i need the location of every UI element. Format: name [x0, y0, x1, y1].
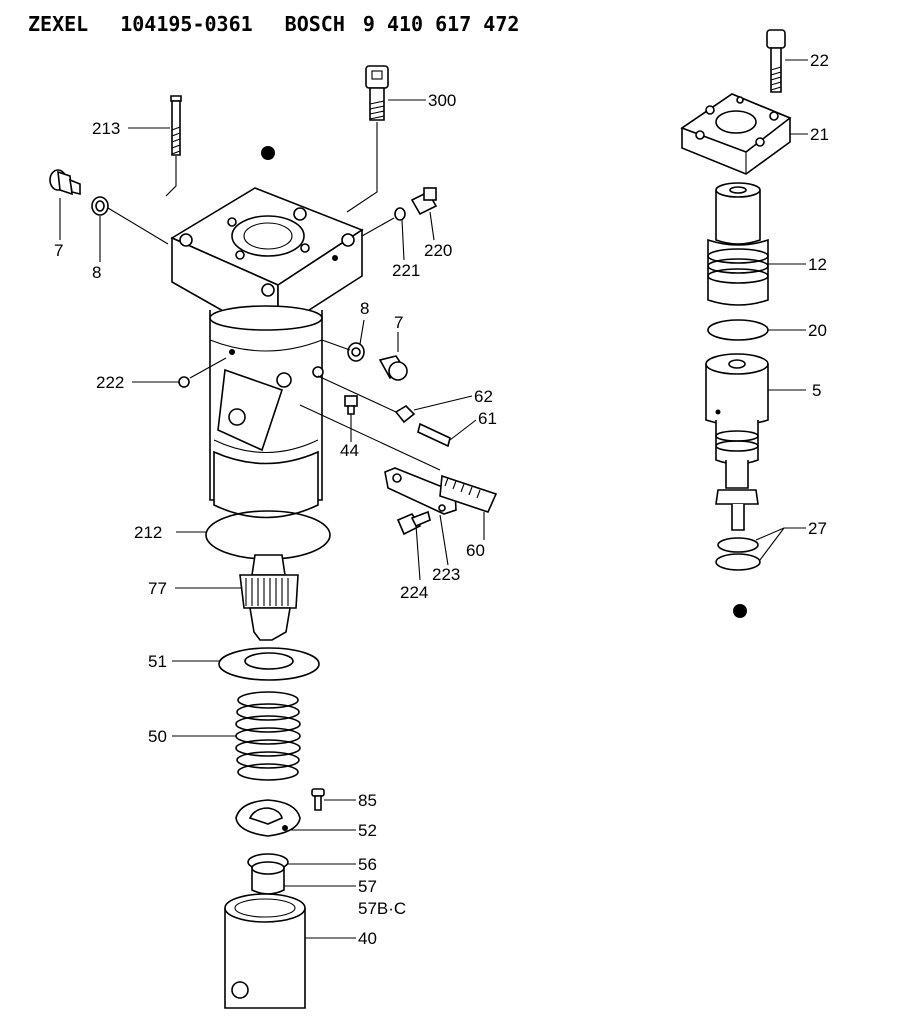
tappet-40 — [224, 893, 306, 1009]
spring-seat-51 — [218, 647, 320, 681]
adjusting-piece-57 — [251, 861, 285, 895]
callout-leaders — [59, 59, 808, 939]
label-12: 12 — [808, 255, 827, 274]
label-220: 220 — [424, 241, 452, 260]
pin-44 — [344, 395, 358, 415]
bosch-part-number: 9 410 617 472 — [362, 12, 520, 36]
plunger-spring-50 — [235, 691, 301, 781]
plug-7-right — [378, 355, 408, 381]
leader-62-body — [317, 375, 397, 413]
leader-222-body — [189, 357, 227, 379]
label-5: 5 — [812, 381, 821, 400]
zexel-part-number: 104195-0361 — [120, 12, 253, 36]
delivery-valve-holder-12 — [707, 182, 769, 306]
pump-housing-body — [209, 305, 324, 519]
bolt-22 — [766, 29, 786, 93]
washer-221 — [394, 207, 406, 221]
brand-bosch: BOSCH — [284, 12, 345, 36]
screw-222 — [178, 376, 190, 388]
label-221: 221 — [392, 261, 420, 280]
label-300: 300 — [428, 91, 456, 110]
label-57: 57 — [358, 877, 377, 896]
label-22: 22 — [810, 51, 829, 70]
label-224: 224 — [400, 583, 428, 602]
label-62: 62 — [474, 387, 493, 406]
reference-dot — [261, 146, 275, 160]
callout-labels: 213 300 7 8 220 221 8 7 222 62 61 44 212… — [54, 51, 829, 948]
washer-8-left — [91, 196, 109, 216]
control-rack-60 — [384, 467, 498, 515]
label-7-right: 7 — [394, 313, 403, 332]
bolt-300 — [346, 65, 389, 213]
label-40: 40 — [358, 929, 377, 948]
washer-8-right — [347, 342, 365, 362]
label-51: 51 — [148, 652, 167, 671]
label-213: 213 — [92, 119, 120, 138]
label-60: 60 — [466, 541, 485, 560]
diagram-header: ZEXEL 104195-0361 BOSCH 9 410 617 472 — [28, 12, 519, 42]
brand-zexel: ZEXEL — [28, 12, 89, 36]
leader-rack-body — [299, 404, 441, 471]
reference-dot-right — [733, 604, 747, 618]
flange-21 — [680, 93, 792, 175]
label-223: 223 — [432, 565, 460, 584]
leader-8-flange — [107, 207, 169, 245]
nut-62 — [394, 404, 416, 424]
label-56: 56 — [358, 855, 377, 874]
leader-8-body — [321, 339, 351, 351]
label-85: 85 — [358, 791, 377, 810]
label-52: 52 — [358, 821, 377, 840]
lower-spring-seat-52 — [235, 799, 301, 837]
label-8-left: 8 — [92, 263, 101, 282]
plug-220 — [410, 187, 438, 216]
delivery-valve-5 — [705, 353, 769, 531]
shim-rings-27 — [715, 537, 761, 571]
label-57bc: 57B·C — [358, 899, 406, 918]
o-ring-20 — [707, 319, 769, 341]
label-212: 212 — [134, 523, 162, 542]
label-20: 20 — [808, 321, 827, 340]
label-77: 77 — [148, 579, 167, 598]
screw-85 — [311, 788, 325, 811]
label-8-right: 8 — [360, 299, 369, 318]
label-50: 50 — [148, 727, 167, 746]
screw-224 — [396, 510, 431, 536]
label-7-left: 7 — [54, 241, 63, 260]
screw-61 — [417, 422, 451, 448]
label-61: 61 — [478, 409, 497, 428]
control-sleeve-gear-77 — [239, 554, 299, 641]
label-222: 222 — [96, 373, 124, 392]
plug-7-left — [49, 169, 81, 196]
label-21: 21 — [810, 125, 829, 144]
leader-221-flange — [361, 217, 395, 237]
label-44: 44 — [340, 441, 359, 460]
label-27: 27 — [808, 519, 827, 538]
bolt-213 — [165, 95, 182, 197]
